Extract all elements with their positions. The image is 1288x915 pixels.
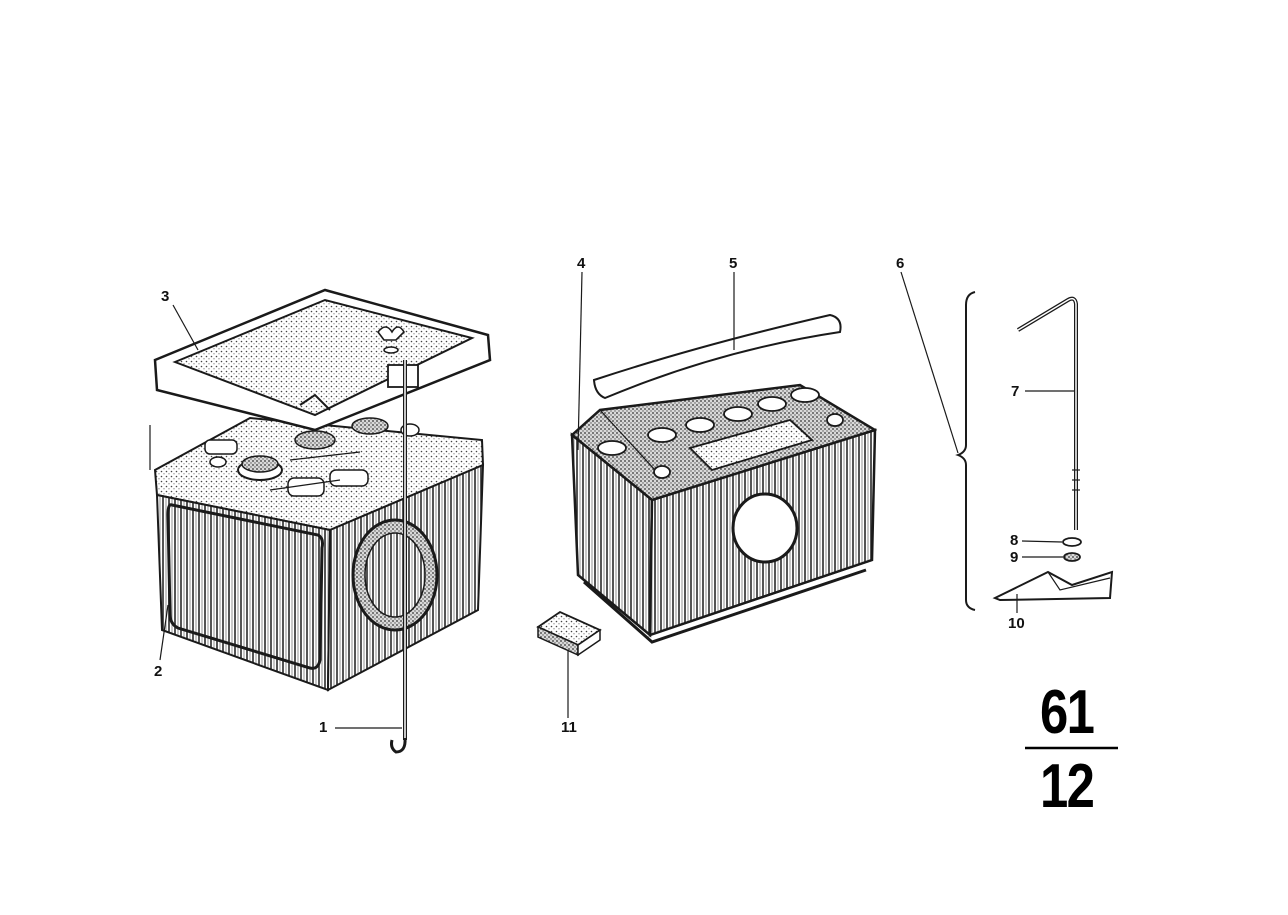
leader-4 — [577, 271, 583, 451]
group-number-top: 61 — [1040, 678, 1095, 747]
hold-down-rod — [390, 360, 407, 754]
hold-down-kit — [955, 291, 1114, 611]
callout-6: 6 — [896, 255, 905, 272]
callout-2: 2 — [154, 663, 163, 680]
callout-9: 9 — [1010, 549, 1019, 566]
callout-4: 4 — [577, 255, 586, 272]
leader-lines — [159, 271, 1074, 729]
callout-3: 3 — [161, 288, 170, 305]
battery-large — [570, 383, 878, 644]
callout-10: 10 — [1008, 615, 1025, 632]
callout-8: 8 — [1010, 532, 1019, 549]
callout-7: 7 — [1011, 383, 1020, 400]
battery-small — [149, 416, 485, 692]
group-number-bottom: 12 — [1040, 752, 1095, 821]
leader-2 — [159, 604, 169, 661]
leader-8 — [1021, 540, 1063, 543]
callout-5: 5 — [729, 255, 738, 272]
terminal-cover-strip — [592, 313, 842, 400]
battery-cover-frame — [153, 288, 492, 432]
leader-6 — [900, 271, 959, 454]
callout-11: 11 — [561, 719, 577, 736]
battery-pad — [536, 610, 602, 657]
callout-1: 1 — [319, 719, 328, 736]
leader-3 — [172, 304, 199, 351]
